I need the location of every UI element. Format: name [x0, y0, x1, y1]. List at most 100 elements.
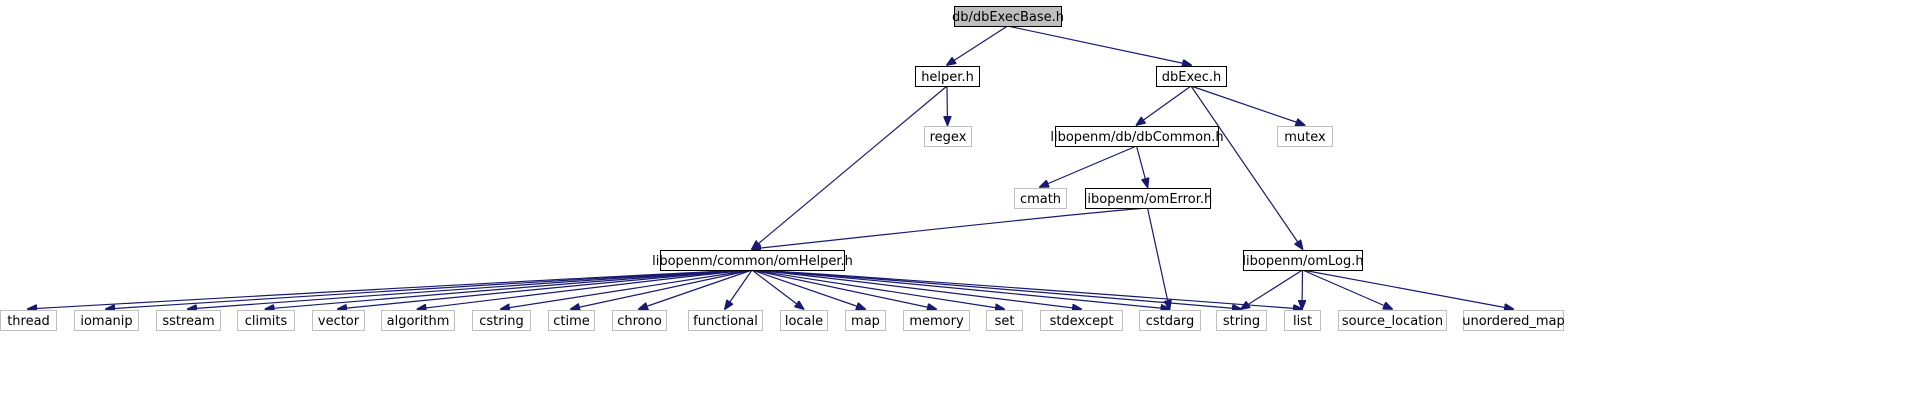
node-box [1014, 188, 1067, 209]
node-label: climits [245, 314, 288, 329]
node-box [1156, 66, 1227, 87]
edge-dbExecBase-to-dbExec [1007, 25, 1192, 65]
node-set: set [986, 310, 1023, 331]
node-box [1243, 250, 1363, 271]
node-box [237, 310, 295, 331]
node-label: stdexcept [1050, 314, 1114, 329]
node-box [1216, 310, 1267, 331]
edge-omHelper-to-ctime [571, 269, 753, 309]
edge-omError-to-omHelper [752, 207, 1148, 249]
edge-omLog-to-unordered_map [1302, 269, 1514, 309]
node-label: ctime [553, 314, 590, 329]
edge-helper-to-omHelper [752, 85, 948, 249]
edge-omHelper-to-algorithm [418, 269, 753, 309]
node-box [472, 310, 531, 331]
node-box [924, 126, 972, 147]
node-label: cmath [1020, 192, 1061, 207]
node-label: sstream [162, 314, 214, 329]
node-label: cstring [479, 314, 523, 329]
edge-omHelper-to-set [751, 269, 1004, 309]
node-cstdarg: cstdarg [1139, 310, 1201, 331]
node-label: source_location [1342, 314, 1443, 329]
node-dbExecBase[interactable]: db/dbExecBase.h [952, 6, 1064, 27]
edge-omError-to-cstdarg [1146, 207, 1170, 309]
node-label: chrono [617, 314, 662, 329]
node-label: libopenm/omLog.h [1242, 254, 1363, 269]
node-dbCommon[interactable]: libopenm/db/dbCommon.h [1050, 126, 1224, 147]
edges-layer [28, 25, 1514, 309]
node-stdexcept: stdexcept [1040, 310, 1123, 331]
node-vector: vector [312, 310, 365, 331]
node-chrono: chrono [612, 310, 667, 331]
node-box [845, 310, 886, 331]
node-ctime: ctime [548, 310, 595, 331]
edge-dbExec-to-omLog [1190, 85, 1303, 249]
node-box [986, 310, 1023, 331]
node-label: iomanip [80, 314, 132, 329]
node-box [74, 310, 139, 331]
node-label: regex [930, 130, 967, 145]
node-box [1463, 310, 1564, 331]
node-dbExec[interactable]: dbExec.h [1156, 66, 1227, 87]
edge-helper-to-regex [947, 85, 948, 125]
node-regex: regex [924, 126, 972, 147]
node-omLog[interactable]: libopenm/omLog.h [1242, 250, 1364, 271]
node-label: cstdarg [1146, 314, 1195, 329]
edge-dbExec-to-mutex [1190, 85, 1305, 125]
node-label: dbExec.h [1162, 70, 1222, 85]
node-label: unordered_map [1462, 314, 1565, 329]
node-label: helper.h [921, 70, 974, 85]
node-cmath: cmath [1014, 188, 1067, 209]
node-label: libopenm/omError.h [1084, 192, 1212, 207]
node-list: list [1284, 310, 1321, 331]
edge-omHelper-to-cstdarg [751, 269, 1170, 309]
node-label: functional [693, 314, 758, 329]
edge-omHelper-to-chrono [639, 269, 753, 309]
node-box [381, 310, 455, 331]
node-iomanip: iomanip [74, 310, 139, 331]
edge-omHelper-to-locale [751, 269, 804, 309]
node-box [954, 6, 1062, 27]
node-label: vector [318, 314, 360, 329]
node-functional: functional [688, 310, 763, 331]
node-omHelper[interactable]: libopenm/common/omHelper.h [652, 250, 853, 271]
node-box [780, 310, 828, 331]
node-label: algorithm [387, 314, 450, 329]
edge-dbCommon-to-omError [1135, 145, 1148, 187]
node-box [1055, 126, 1219, 147]
node-label: libopenm/common/omHelper.h [652, 254, 853, 269]
node-memory: memory [903, 310, 970, 331]
edge-omHelper-to-map [751, 269, 865, 309]
node-cstring: cstring [472, 310, 531, 331]
node-helper[interactable]: helper.h [915, 66, 980, 87]
node-label: list [1293, 314, 1312, 329]
node-box [688, 310, 763, 331]
node-box [548, 310, 595, 331]
node-thread: thread [0, 310, 57, 331]
edge-omHelper-to-functional [725, 269, 753, 309]
node-locale: locale [780, 310, 828, 331]
node-box [1284, 310, 1321, 331]
node-box [660, 250, 845, 271]
edge-dbExecBase-to-helper [947, 25, 1008, 65]
edge-omHelper-to-list [751, 269, 1302, 309]
node-box [1277, 126, 1333, 147]
nodes-layer: db/dbExecBase.h helper.h dbExec.h regex libo… [0, 6, 1565, 331]
node-label: mutex [1284, 130, 1326, 145]
node-box [915, 66, 980, 87]
edge-omHelper-to-cstring [501, 269, 753, 309]
node-box [903, 310, 970, 331]
node-label: libopenm/db/dbCommon.h [1050, 130, 1223, 145]
node-box [1085, 188, 1211, 209]
node-string: string [1216, 310, 1267, 331]
node-algorithm: algorithm [381, 310, 455, 331]
node-omError[interactable]: libopenm/omError.h [1084, 188, 1212, 209]
node-source_location: source_location [1338, 310, 1447, 331]
node-label: map [851, 314, 880, 329]
node-mutex: mutex [1277, 126, 1333, 147]
node-sstream: sstream [156, 310, 221, 331]
node-unordered_map: unordered_map [1462, 310, 1565, 331]
node-box [1338, 310, 1447, 331]
edge-omLog-to-string [1241, 269, 1303, 309]
node-label: locale [785, 314, 823, 329]
